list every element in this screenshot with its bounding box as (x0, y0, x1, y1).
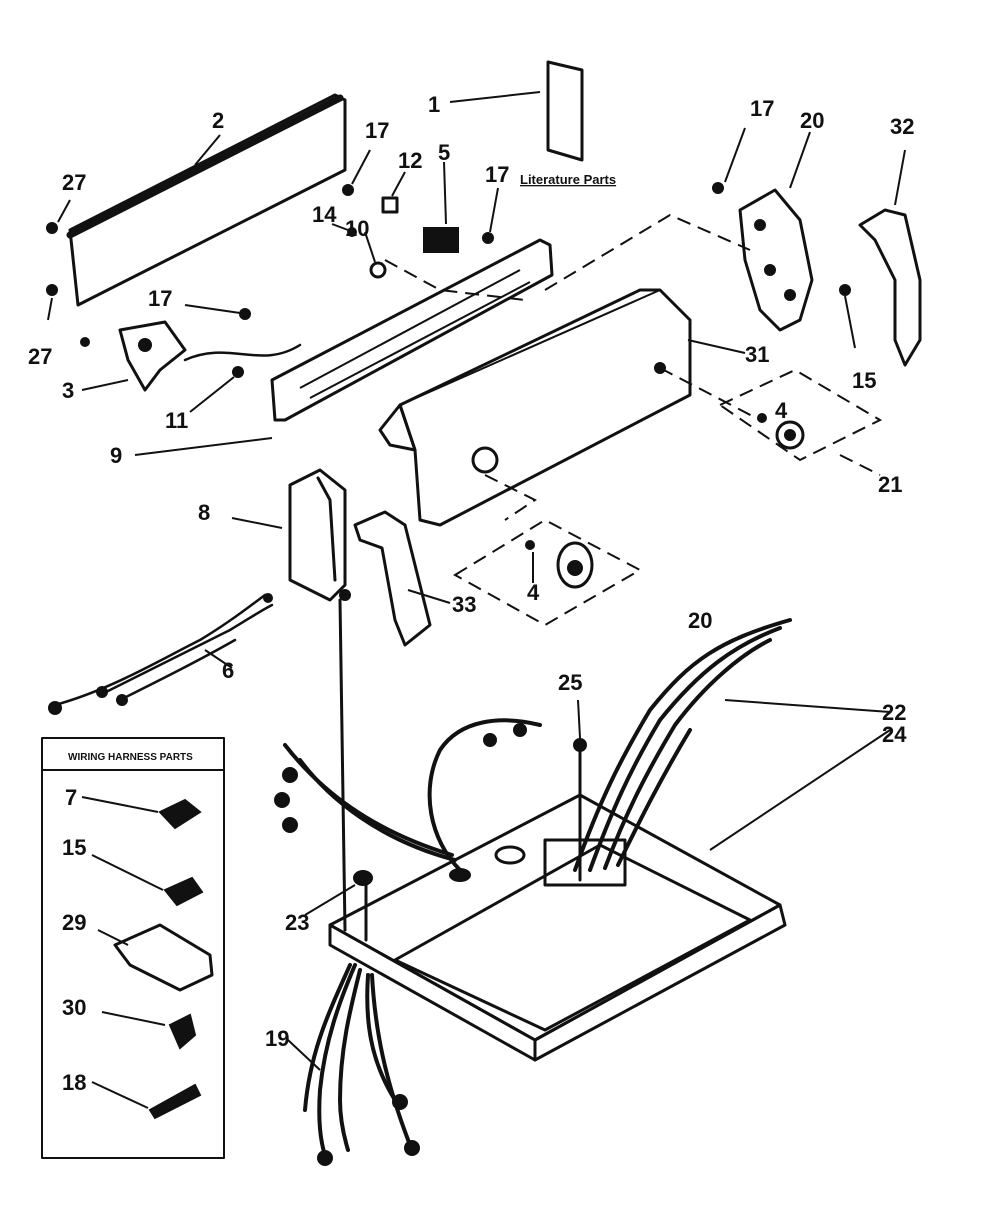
part-rod (304, 598, 373, 942)
callout-24: 24 (882, 722, 907, 747)
part-20-right-endcap (712, 127, 856, 349)
wiring-harness-parts-inset (41, 737, 225, 1159)
assembly-dashed-lines (384, 213, 883, 627)
part-22-harness (573, 618, 891, 882)
callout-18: 18 (62, 1070, 86, 1095)
part-9-control-panel (134, 238, 554, 456)
callout-8: 8 (198, 500, 210, 525)
callout-12: 12 (398, 148, 422, 173)
part-8-left-endcap (231, 468, 451, 647)
callout-4b: 4 (527, 580, 540, 605)
callout-17d: 17 (750, 96, 774, 121)
callout-4a: 4 (775, 398, 788, 423)
callout-17a: 17 (365, 118, 389, 143)
part-small-hardware (184, 149, 499, 413)
callout-20a: 20 (800, 108, 824, 133)
callout-9: 9 (110, 443, 122, 468)
part-19-harness (287, 963, 420, 1166)
callout-17b: 17 (485, 162, 509, 187)
callout-31: 31 (745, 342, 769, 367)
inset-title: WIRING HARNESS PARTS (68, 752, 193, 763)
callout-29: 29 (62, 910, 86, 935)
callout-5: 5 (438, 140, 450, 165)
callout-7: 7 (65, 785, 77, 810)
callout-21: 21 (878, 472, 902, 497)
part-31-console (378, 288, 746, 527)
callout-20b: 20 (688, 608, 712, 633)
part-2-panel-back (66, 93, 347, 307)
callout-1: 1 (428, 92, 440, 117)
callout-27b: 27 (28, 344, 52, 369)
callout-2: 2 (212, 108, 224, 133)
callout-11: 11 (165, 408, 188, 433)
callout-10: 10 (345, 216, 369, 241)
part-3-switch (80, 320, 187, 392)
callout-15a: 15 (852, 368, 876, 393)
part-24-base (328, 729, 891, 1062)
part-4-knobs (525, 413, 805, 589)
callout-6: 6 (222, 658, 234, 683)
callout-17c: 17 (148, 286, 172, 311)
callout-27a: 27 (62, 170, 86, 195)
callout-14: 14 (312, 202, 337, 227)
callout-3: 3 (62, 378, 74, 403)
part-1-literature (449, 60, 584, 162)
part-32-endcap (858, 149, 922, 367)
part-6-power-cord (48, 593, 274, 715)
callout-33: 33 (452, 592, 476, 617)
callout-32: 32 (890, 114, 914, 139)
callout-25: 25 (558, 670, 582, 695)
callout-15b: 15 (62, 835, 86, 860)
callout-30: 30 (62, 995, 86, 1020)
callout-22: 22 (882, 700, 906, 725)
callout-23: 23 (285, 910, 309, 935)
callout-19: 19 (265, 1026, 289, 1051)
literature-parts-note: Literature Parts (520, 172, 616, 187)
part-27-screws (46, 199, 71, 321)
harness-wires-center (274, 718, 542, 872)
